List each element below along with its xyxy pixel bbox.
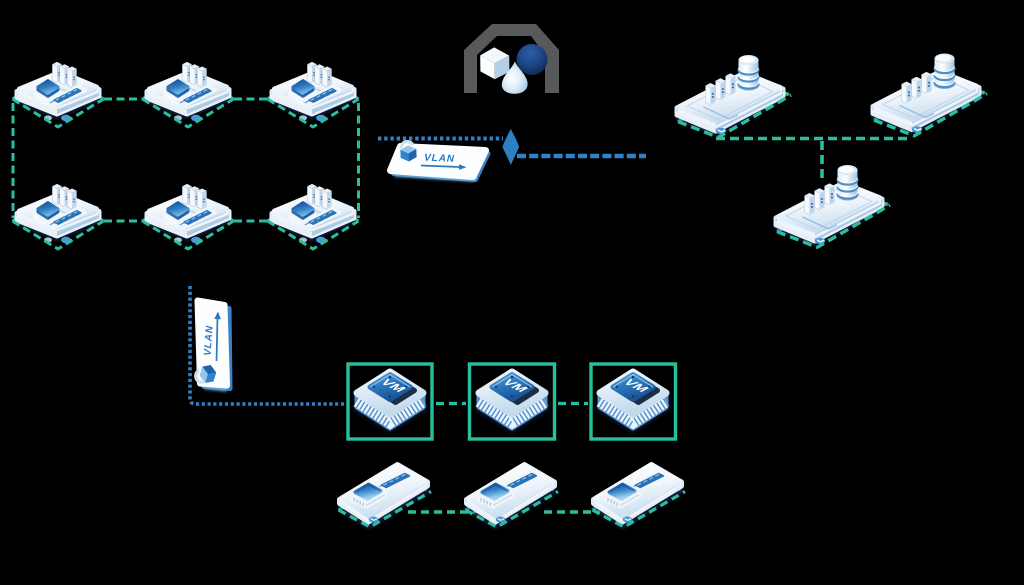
svg-text:VLAN: VLAN	[424, 153, 455, 165]
svg-text:VLAN: VLAN	[203, 325, 216, 357]
